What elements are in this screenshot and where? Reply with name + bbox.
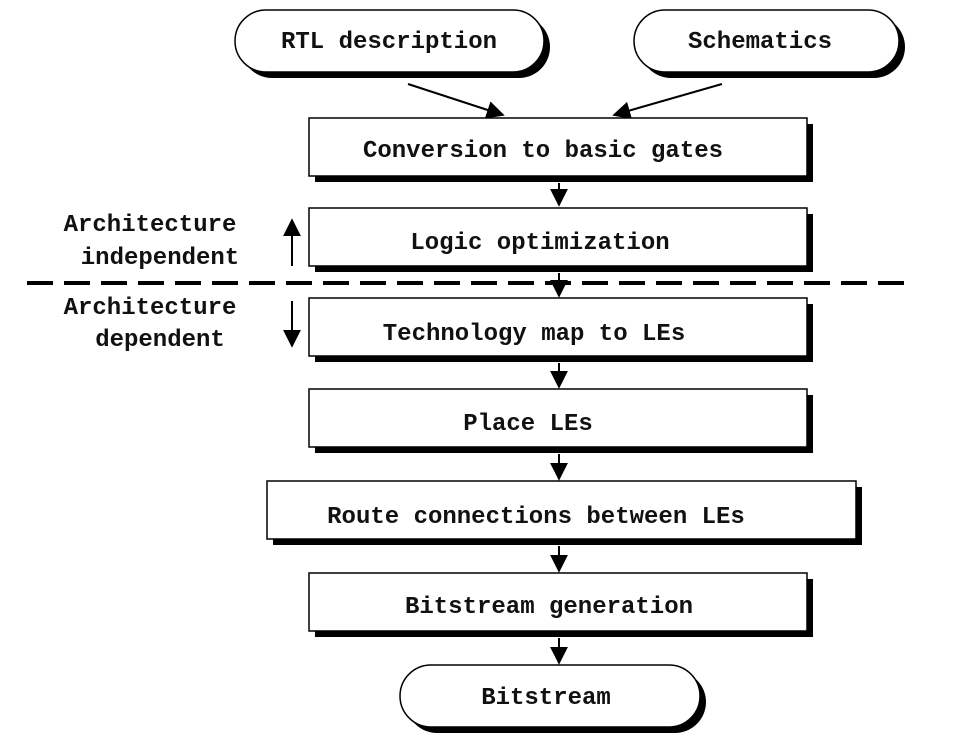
route-connections-label: Route connections between LEs [327,504,745,531]
dependent-line1: Architecture [64,295,237,322]
conversion-label: Conversion to basic gates [363,138,723,165]
independent-line1: Architecture [64,212,237,239]
dependent-line2: dependent [95,327,225,354]
bitstream-label: Bitstream [481,685,611,712]
technology-map-label: Technology map to LEs [383,321,685,348]
conversion-step: Conversion to basic gates [308,117,813,182]
bitstream-terminal: Bitstream [399,664,706,733]
bitstream-generation-label: Bitstream generation [405,594,693,621]
schematics-terminal: Schematics [633,9,905,78]
technology-map-step: Technology map to LEs [308,297,813,362]
place-les-label: Place LEs [463,411,593,438]
rtl-to-conversion-arrow [407,83,505,119]
architecture-dependent-label: Architecture dependent [64,295,237,354]
schematics-label: Schematics [688,29,832,56]
rtl-description-label: RTL description [281,29,497,56]
rtl-description-terminal: RTL description [234,9,550,78]
logic-optimization-step: Logic optimization [308,207,813,272]
schematics-to-conversion-arrow [612,83,723,120]
logic-optimization-label: Logic optimization [410,230,669,257]
place-les-step: Place LEs [308,388,813,453]
architecture-independent-label: Architecture independent [64,212,240,272]
route-connections-step: Route connections between LEs [266,480,862,545]
independent-line2: independent [81,245,239,272]
bitstream-generation-step: Bitstream generation [308,572,813,637]
